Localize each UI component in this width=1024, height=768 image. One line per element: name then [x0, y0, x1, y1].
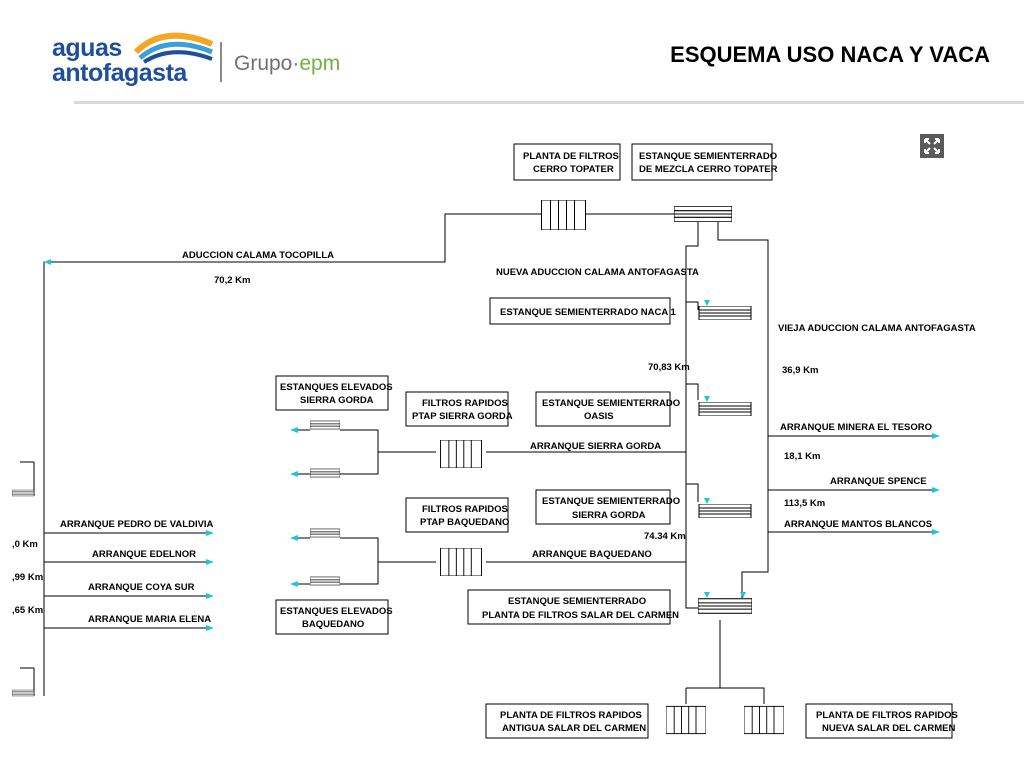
- page-title: ESQUEMA USO NACA Y VACA: [670, 42, 990, 67]
- label-km-left-2: ,99 Km: [12, 572, 43, 583]
- aguas-antofagasta-logo: aguas antofagasta Grupo·epm: [52, 22, 372, 92]
- logo-divider: [220, 42, 222, 82]
- expand-button[interactable]: [920, 134, 944, 158]
- box-nueva: PLANTA DE FILTROS RAPIDOS NUEVA SALAR DE…: [805, 703, 958, 739]
- svg-text:PLANTA DE FILTROS RAPIDOS: PLANTA DE FILTROS RAPIDOS: [816, 710, 958, 721]
- tank-topater: [674, 206, 732, 222]
- svg-text:ESTANQUES ELEVADOS: ESTANQUES ELEVADOS: [280, 382, 393, 393]
- inflow-arrows: [704, 300, 746, 598]
- tank-naca1: [698, 306, 752, 320]
- label-km-70-83: 70,83 Km: [648, 362, 690, 373]
- label-arranque-spence: ARRANQUE SPENCE: [830, 476, 927, 487]
- tank-left-2: [12, 689, 34, 697]
- outflow-arrows: [44, 259, 940, 631]
- svg-text:ESTANQUE SEMIENTERRADO: ESTANQUE SEMIENTERRADO: [639, 151, 777, 162]
- tank-elevated-sg-2: [310, 468, 340, 478]
- label-arranque-edelnor: ARRANQUE EDELNOR: [92, 549, 196, 560]
- svg-text:PLANTA DE FILTROS: PLANTA DE FILTROS: [523, 151, 619, 162]
- brand-line-2: antofagasta: [52, 59, 187, 87]
- tank-elevated-sg-1: [310, 420, 340, 430]
- label-km-36-9: 36,9 Km: [782, 365, 818, 376]
- label-nueva-aduccion: NUEVA ADUCCION CALAMA ANTOFAGASTA: [496, 267, 699, 278]
- svg-text:FILTROS RAPIDOS: FILTROS RAPIDOS: [422, 504, 508, 515]
- label-arranque-baquedano: ARRANQUE BAQUEDANO: [532, 549, 652, 560]
- label-arranque-sierra-gorda: ARRANQUE SIERRA GORDA: [530, 441, 661, 452]
- svg-text:FILTROS RAPIDOS: FILTROS RAPIDOS: [422, 398, 508, 409]
- box-topater-filter: PLANTA DE FILTROS CERRO TOPATER: [513, 143, 621, 181]
- header-divider: [74, 101, 1024, 104]
- box-topater-tank: ESTANQUE SEMIENTERRADO DE MEZCLA CERRO T…: [631, 143, 778, 181]
- svg-text:PLANTA DE FILTROS SALAR DEL CA: PLANTA DE FILTROS SALAR DEL CARMEN: [482, 610, 679, 621]
- epm-label: epm: [299, 52, 341, 75]
- label-km-left-3: ,65 Km: [12, 605, 43, 616]
- tank-elevated-bq-1: [310, 528, 340, 538]
- label-km-74-34: 74.34 Km: [644, 531, 686, 542]
- box-salar-tank: ESTANQUE SEMIENTERRADO PLANTA DE FILTROS…: [467, 589, 679, 625]
- filter-antigua: [666, 705, 706, 735]
- label-km-18-1: 18,1 Km: [784, 451, 820, 462]
- tank-salar: [698, 598, 752, 614]
- brand-line-1: aguas: [52, 34, 122, 62]
- filter-sierra-gorda: [439, 440, 483, 468]
- filter-topater: [541, 200, 586, 230]
- tank-elevated-bq-2: [310, 576, 340, 586]
- svg-text:PTAP BAQUEDANO: PTAP BAQUEDANO: [420, 517, 509, 528]
- filter-nueva: [744, 705, 784, 735]
- water-system-diagram: PLANTA DE FILTROS CERRO TOPATER ESTANQUE…: [12, 143, 976, 739]
- box-sierra-gorda-tank: ESTANQUE SEMIENTERRADO SIERRA GORDA: [535, 489, 680, 525]
- label-aduccion-tocopilla: ADUCCION CALAMA TOCOPILLA: [182, 250, 334, 261]
- label-km-113-5: 113,5 Km: [784, 498, 825, 509]
- label-arranque-mantos: ARRANQUE MANTOS BLANCOS: [784, 519, 932, 530]
- box-naca1: ESTANQUE SEMIENTERRADO NACA 1: [489, 297, 676, 325]
- pipeline-wires: [20, 213, 769, 704]
- svg-text:NUEVA SALAR DEL CARMEN: NUEVA SALAR DEL CARMEN: [822, 723, 955, 734]
- label-arranque-tesoro: ARRANQUE MINERA EL TESORO: [780, 422, 932, 433]
- box-elevados-sg: ESTANQUES ELEVADOS SIERRA GORDA: [275, 375, 393, 411]
- svg-text:ESTANQUE SEMIENTERRADO: ESTANQUE SEMIENTERRADO: [508, 596, 646, 607]
- box-filtros-bq: FILTROS RAPIDOS PTAP BAQUEDANO: [405, 497, 509, 533]
- label-km-70-2: 70,2 Km: [214, 275, 250, 286]
- box-elevados-bq: ESTANQUES ELEVADOS BAQUEDANO: [275, 599, 393, 635]
- label-arranque-coya: ARRANQUE COYA SUR: [88, 582, 195, 593]
- tank-sierra-gorda: [698, 504, 752, 518]
- expand-arrows-icon: [924, 138, 940, 154]
- tank-oasis: [698, 402, 752, 416]
- grupo-label: Grupo·: [234, 52, 300, 75]
- svg-text:DE MEZCLA CERRO TOPATER: DE MEZCLA CERRO TOPATER: [639, 164, 778, 175]
- svg-text:CERRO TOPATER: CERRO TOPATER: [533, 164, 614, 175]
- svg-text:PTAP SIERRA GORDA: PTAP SIERRA GORDA: [412, 411, 513, 422]
- svg-text:ANTIGUA SALAR DEL CARMEN: ANTIGUA SALAR DEL CARMEN: [502, 723, 646, 734]
- svg-text:ESTANQUES ELEVADOS: ESTANQUES ELEVADOS: [280, 606, 393, 617]
- svg-text:OASIS: OASIS: [584, 411, 614, 422]
- wave-logo-icon: [134, 32, 214, 64]
- label-arranque-maria: ARRANQUE MARIA ELENA: [88, 614, 211, 625]
- header: aguas antofagasta Grupo·epm ESQUEMA USO …: [0, 0, 1024, 104]
- label-km-left-1: ,0 Km: [12, 539, 38, 550]
- svg-text:BAQUEDANO: BAQUEDANO: [302, 619, 364, 630]
- label-vieja-aduccion: VIEJA ADUCCION CALAMA ANTOFAGASTA: [778, 323, 976, 334]
- box-filtros-sg: FILTROS RAPIDOS PTAP SIERRA GORDA: [405, 391, 513, 427]
- tank-left-1: [12, 489, 34, 497]
- box-oasis: ESTANQUE SEMIENTERRADO OASIS: [535, 391, 680, 427]
- svg-text:SIERRA GORDA: SIERRA GORDA: [300, 395, 374, 406]
- label-arranque-pedro: ARRANQUE PEDRO DE VALDIVIA: [60, 519, 214, 530]
- svg-text:ESTANQUE SEMIENTERRADO: ESTANQUE SEMIENTERRADO: [542, 398, 680, 409]
- grupo-epm-logo: Grupo·epm: [234, 52, 340, 76]
- box-antigua: PLANTA DE FILTROS RAPIDOS ANTIGUA SALAR …: [485, 703, 649, 739]
- svg-text:SIERRA GORDA: SIERRA GORDA: [572, 510, 646, 521]
- svg-text:ESTANQUE SEMIENTERRADO: ESTANQUE SEMIENTERRADO: [542, 496, 680, 507]
- filter-baquedano: [439, 548, 483, 576]
- svg-text:PLANTA DE FILTROS RAPIDOS: PLANTA DE FILTROS RAPIDOS: [500, 710, 642, 721]
- diagram-labels: ADUCCION CALAMA TOCOPILLA 70,2 Km NUEVA …: [12, 250, 976, 625]
- svg-text:ESTANQUE SEMIENTERRADO NACA 1: ESTANQUE SEMIENTERRADO NACA 1: [500, 307, 676, 318]
